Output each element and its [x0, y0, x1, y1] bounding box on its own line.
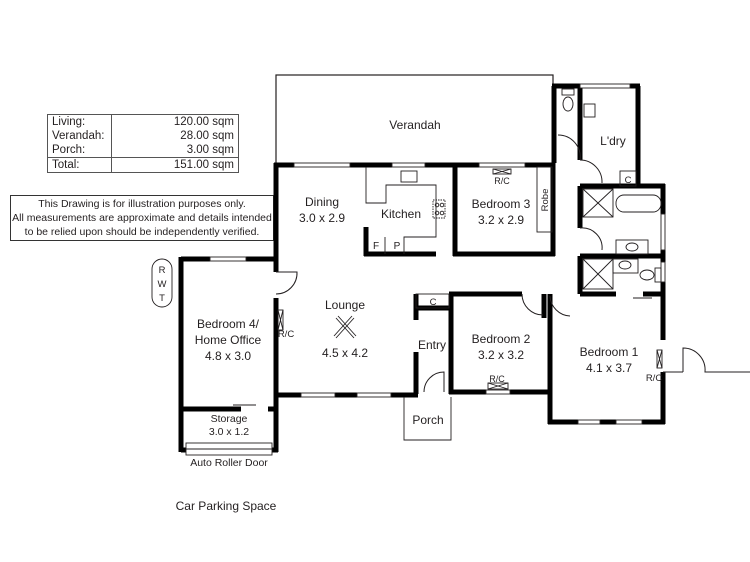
entry-cupboard-label: C: [430, 297, 437, 308]
bedroom3-rc: R/C: [494, 176, 510, 186]
lounge-rc: R/C: [278, 329, 295, 340]
room-labels: Verandah Dining 3.0 x 2.9 Kitchen F P Be…: [158, 118, 663, 513]
porch-label: Porch: [412, 413, 443, 427]
disclaimer-line: All measurements are approximate and det…: [12, 212, 272, 224]
bedroom1-size: 4.1 x 3.7: [586, 361, 632, 375]
rwt-letter: W: [158, 279, 167, 290]
kitchen-label: Kitchen: [381, 207, 421, 221]
bedroom1-rc: R/C: [646, 373, 663, 384]
dining-label: Dining: [305, 195, 339, 209]
robe-label: Robe: [540, 189, 551, 212]
rwt-letter: T: [159, 293, 165, 304]
doors: [233, 134, 750, 406]
disclaimer-box: This Drawing is for illustration purpose…: [10, 195, 274, 241]
area-value: 151.00 sqm: [111, 157, 239, 173]
walls: [178, 83, 666, 453]
lounge-label: Lounge: [325, 298, 365, 312]
dining-size: 3.0 x 2.9: [299, 211, 345, 225]
area-label: Porch:: [52, 144, 86, 156]
kitchen-benches: [151, 88, 663, 441]
disclaimer-line: This Drawing is for illustration purpose…: [38, 198, 246, 210]
bedroom2-rc: R/C: [489, 374, 505, 384]
fridge-label: F: [373, 241, 379, 252]
entry-label: Entry: [418, 338, 446, 352]
roller-door-label: Auto Roller Door: [190, 457, 268, 469]
bedroom3-size: 3.2 x 2.9: [478, 213, 524, 227]
windows: [185, 83, 666, 456]
bedroom4-label-1: Bedroom 4/: [197, 317, 260, 331]
area-label: Verandah:: [52, 130, 105, 142]
bedroom4-size: 4.8 x 3.0: [205, 349, 251, 363]
area-summary-table: Living: 120.00 sqm Verandah: 28.00 sqm P…: [47, 114, 239, 173]
bedroom2-size: 3.2 x 3.2: [478, 348, 524, 362]
area-row-living: Living: 120.00 sqm: [48, 114, 239, 129]
area-label: Living:: [52, 116, 86, 128]
disclaimer-line: to be relied upon should be independentl…: [24, 226, 260, 238]
storage-size: 3.0 x 1.2: [209, 426, 249, 438]
rwt-letter: R: [159, 265, 166, 276]
bedroom2-label: Bedroom 2: [472, 332, 531, 346]
area-value: 28.00 sqm: [111, 129, 239, 143]
laundry-cupboard-label: C: [625, 175, 632, 186]
area-value: 120.00 sqm: [111, 114, 239, 129]
pantry-label: P: [394, 241, 401, 252]
verandah-label: Verandah: [389, 118, 440, 132]
area-row-verandah: Verandah: 28.00 sqm: [48, 129, 239, 143]
area-value: 3.00 sqm: [111, 143, 239, 158]
laundry-label: L'dry: [600, 134, 626, 148]
area-row-total: Total: 151.00 sqm: [47, 157, 239, 173]
bedroom1-label: Bedroom 1: [580, 345, 639, 359]
lounge-size: 4.5 x 4.2: [322, 346, 368, 360]
car-parking-label: Car Parking Space: [176, 499, 277, 513]
area-label: Total:: [47, 157, 112, 173]
bedroom4-label-2: Home Office: [195, 333, 262, 347]
area-row-porch: Porch: 3.00 sqm: [48, 143, 239, 158]
bedroom3-label: Bedroom 3: [472, 197, 531, 211]
storage-label: Storage: [211, 413, 248, 425]
